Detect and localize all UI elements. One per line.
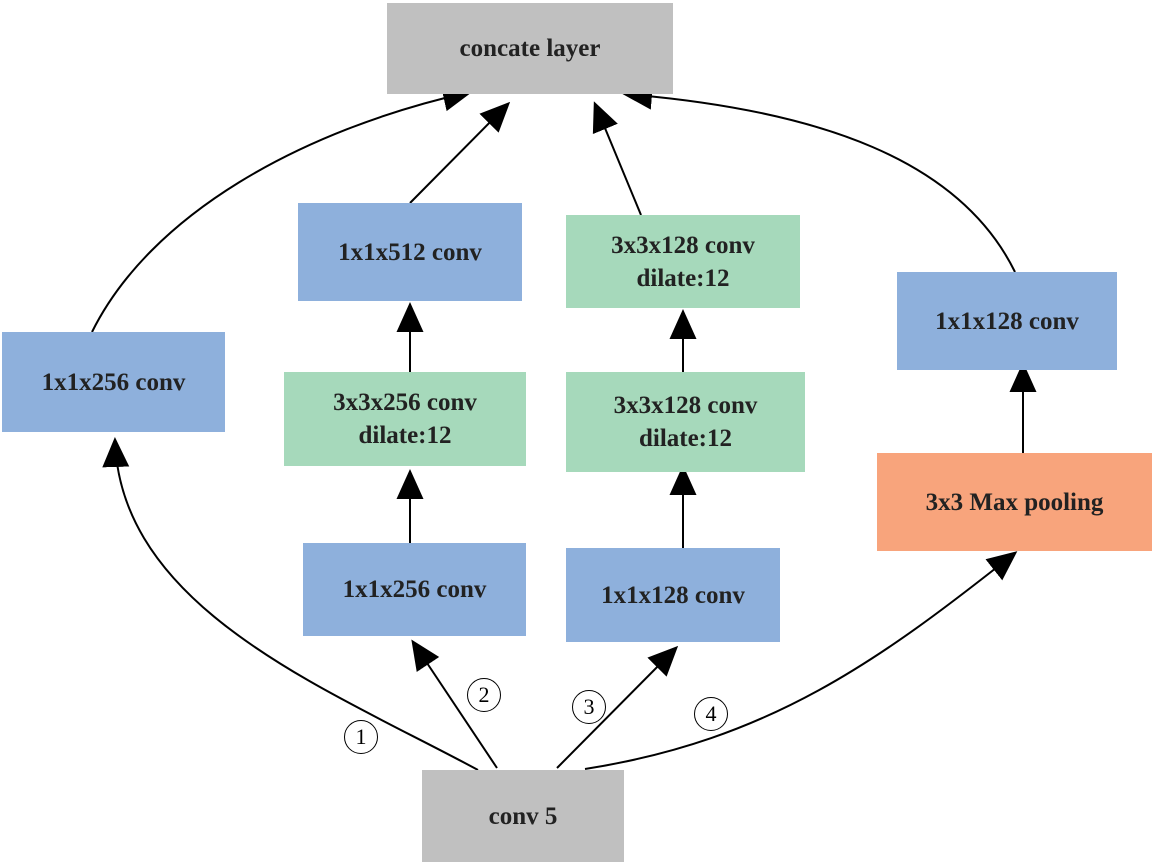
edge-conv5-to-b2conv1 (411, 639, 498, 769)
edge-conv5-to-b1 (102, 437, 479, 771)
node-label-line: dilate:12 (358, 422, 452, 449)
branch-label-2: 2 (467, 678, 501, 712)
branch3-dilated-conv2-node: 3x3x128 conv dilate:12 (566, 215, 800, 308)
node-label-line: conv 5 (488, 802, 558, 830)
branch3-dilated-conv1-node: 3x3x128 conv dilate:12 (566, 372, 805, 472)
node-label-line: 3x3x128 conv (611, 231, 755, 259)
branch4-conv-node: 1x1x128 conv (897, 272, 1117, 370)
branch-label-3: 3 (572, 690, 606, 724)
branch1-conv-node: 1x1x256 conv (2, 332, 225, 432)
node-label-line: 1x1x512 conv (338, 238, 482, 266)
concat-layer-node: concate layer (387, 3, 673, 94)
branch4-maxpool-node: 3x3 Max pooling (877, 453, 1152, 551)
edge-b4conv-to-concat (622, 82, 1016, 273)
branch-label-4: 4 (694, 697, 728, 731)
node-label-line: dilate:12 (636, 264, 730, 292)
node-label-line: concate layer (459, 35, 601, 62)
node-label-line: 1x1x128 conv (601, 581, 745, 609)
node-label-line: 1x1x256 conv (342, 576, 487, 603)
node-label-line: 3x3x256 conv (333, 389, 477, 416)
node-label-line: dilate:12 (638, 425, 733, 452)
node-label-line: 1x1x128 conv (935, 307, 1079, 335)
edge-b2conv2-to-concat (409, 101, 511, 204)
node-label-line: 3x3 Max pooling (925, 488, 1104, 516)
edge-conv5-to-b3conv1 (556, 645, 679, 769)
node-label-line: 3x3x128 conv (613, 392, 758, 419)
branch3-conv1-node: 1x1x128 conv (566, 548, 780, 642)
node-label-line: 1x1x256 conv (41, 368, 186, 396)
edge-b1-to-concat (91, 84, 473, 333)
branch2-dilated-conv-node: 3x3x256 conv dilate:12 (284, 372, 526, 466)
conv5-node: conv 5 (422, 770, 624, 862)
branch2-conv1-node: 1x1x256 conv (303, 543, 526, 636)
branch-label-1: 1 (344, 720, 378, 754)
edge-b3dil2-to-concat (592, 101, 642, 216)
edge-conv5-to-b4pool (584, 551, 1018, 770)
branch2-conv2-node: 1x1x512 conv (298, 203, 522, 301)
